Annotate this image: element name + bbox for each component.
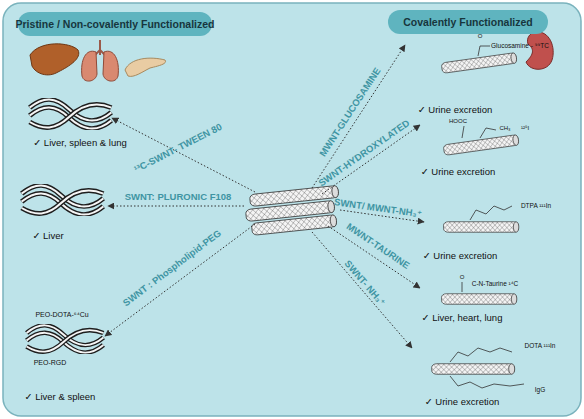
outcome-label: ✓ Liver <box>32 231 63 241</box>
chemical-label: PEO-RGD <box>34 359 67 366</box>
header-pill: Covalently Functionalized <box>388 10 548 34</box>
kidney-icon <box>526 32 553 69</box>
chain-line <box>478 46 490 56</box>
nanotube-bundle <box>22 185 104 214</box>
outcome-label: ✓ Urine excretion <box>421 167 496 177</box>
header-pill: Pristine / Non-covalently Functionalized <box>18 12 212 36</box>
chemical-label: CH₃ <box>499 125 510 131</box>
chemical-label: DTPA ¹¹¹In <box>521 203 551 210</box>
chain-line <box>462 282 463 292</box>
header-text: Pristine / Non-covalently Functionalized <box>16 18 215 30</box>
chemical-label: PEO-DOTA-⁶⁴Cu <box>35 311 88 318</box>
nanotube <box>251 215 337 236</box>
nanotube <box>441 53 517 74</box>
nanotube <box>442 294 517 305</box>
outcome-label: ✓ Liver, heart, lung <box>422 313 503 323</box>
liver-icon <box>30 44 79 75</box>
outcome-label: ✓ Liver & spleen <box>25 392 96 402</box>
chemical-label: Glucosamine - ⁹⁹TC <box>491 43 549 50</box>
outcome-label: ✓ Liver, spleen & lung <box>33 138 127 148</box>
chemical-label: O <box>460 274 465 280</box>
dotted-arrow <box>112 118 255 192</box>
chain-line <box>462 126 496 138</box>
chain-line <box>470 206 512 220</box>
dotted-arrow <box>312 232 412 348</box>
route-label: SWNT: PLURONIC F108 <box>125 192 232 202</box>
nanotube <box>432 364 515 375</box>
lung-icon <box>103 51 118 81</box>
nanotube <box>444 222 519 233</box>
lung-icon <box>82 51 97 81</box>
pancreas-icon <box>125 58 166 76</box>
outcome-label: ✓ Urine excretion <box>423 251 498 261</box>
outcome-label: ✓ Urine excretion <box>425 397 500 407</box>
chemical-label: DOTA ¹¹¹In <box>525 343 556 350</box>
chemical-label: O <box>478 33 483 39</box>
chemical-label: ¹²⁵I <box>521 125 529 131</box>
dotted-arrow <box>328 226 420 288</box>
background-panel <box>3 3 581 416</box>
chain-line <box>450 348 524 388</box>
chemical-label: HOOC <box>449 118 467 124</box>
dotted-arrow <box>105 224 255 336</box>
dotted-arrow <box>312 45 405 188</box>
chemical-label: IgG <box>535 387 545 394</box>
outcome-label: ✓ Urine excretion <box>418 105 493 115</box>
nanotube <box>443 135 519 156</box>
chemical-label: C-N-Taurine ¹⁴C <box>472 281 519 288</box>
nanotube-bundle <box>30 99 112 128</box>
nanotube-bundle <box>27 325 104 352</box>
header-text: Covalently Functionalized <box>403 16 533 28</box>
dotted-arrow <box>108 206 244 207</box>
